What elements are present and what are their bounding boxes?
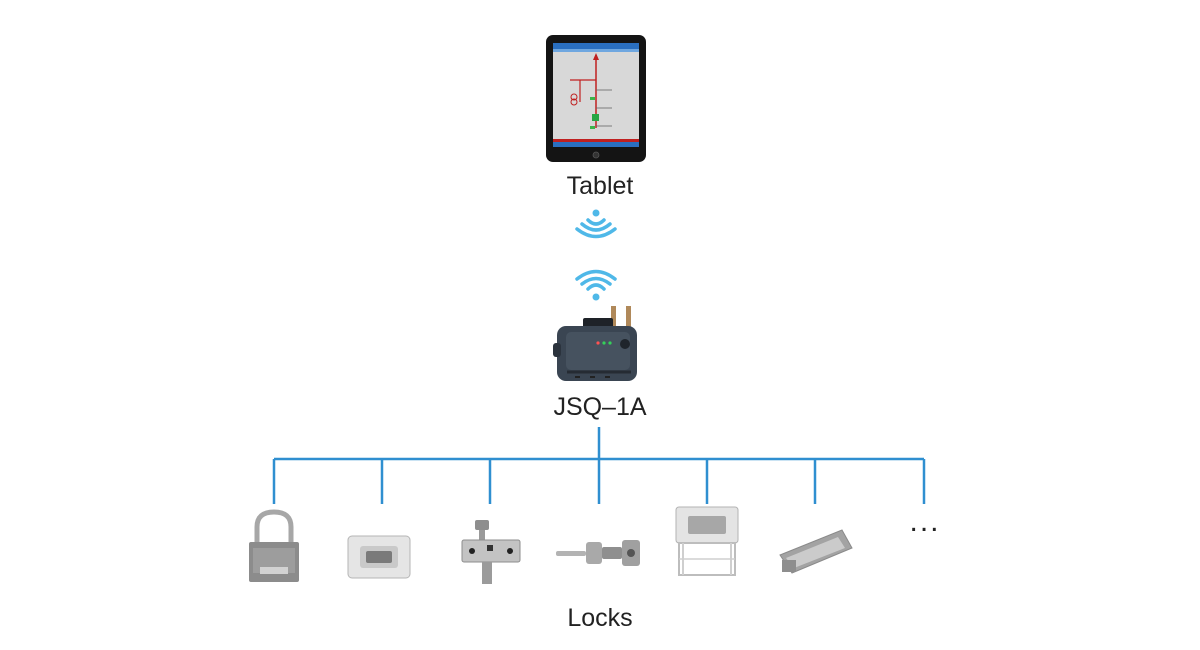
hub-label: JSQ–1A xyxy=(553,393,647,421)
hub-device xyxy=(553,306,637,381)
wireless-signal-down-icon xyxy=(575,209,617,239)
lock-bolt xyxy=(461,520,521,584)
connector-bus xyxy=(272,427,926,504)
lock-panel xyxy=(347,535,411,579)
lock-box xyxy=(675,506,739,576)
tablet-label: Tablet xyxy=(566,172,634,200)
tablet-device xyxy=(546,35,646,162)
locks-label: Locks xyxy=(567,604,633,632)
lock-latch xyxy=(779,529,853,574)
more-locks-ellipsis: ... xyxy=(909,505,941,538)
lock-padlock xyxy=(249,509,299,582)
wireless-signal-up-icon xyxy=(575,269,617,301)
lock-cylinder xyxy=(556,540,640,566)
